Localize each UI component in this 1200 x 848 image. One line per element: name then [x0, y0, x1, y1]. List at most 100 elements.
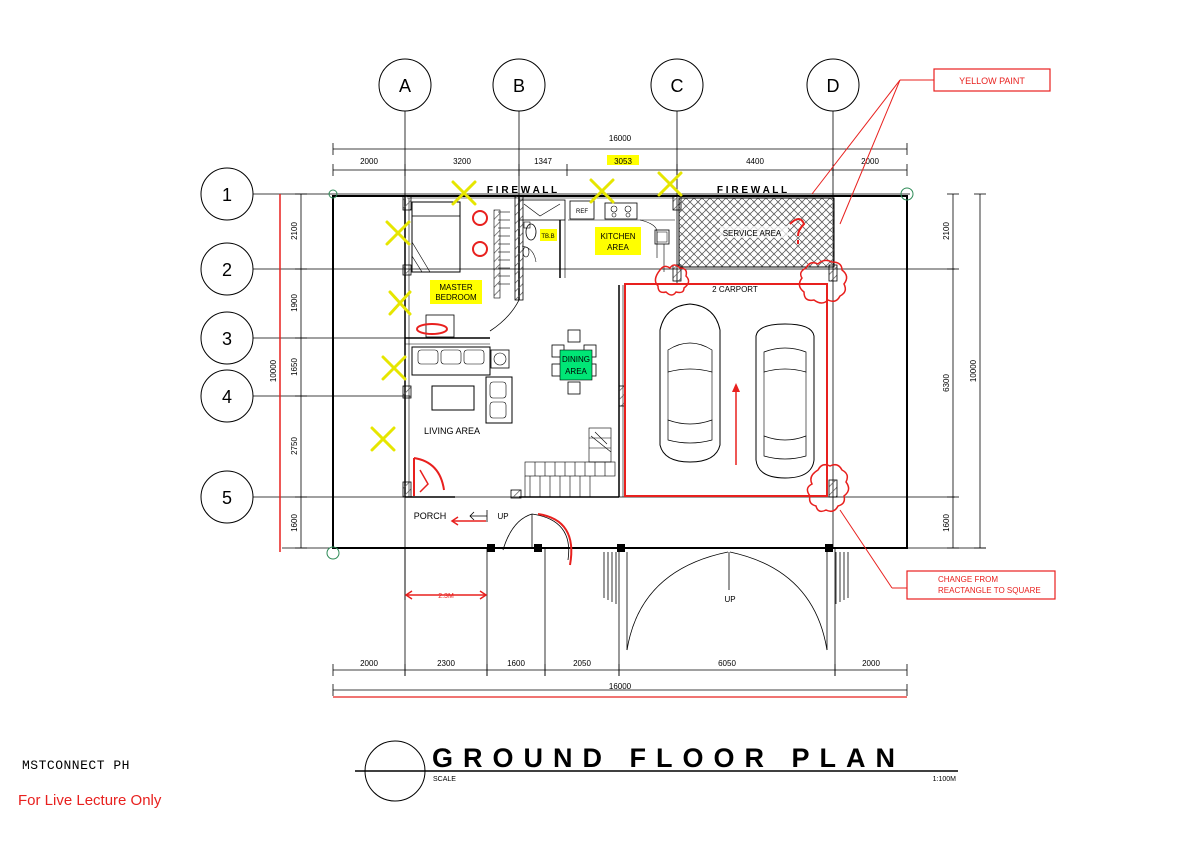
- master-bedroom-label-2: BEDROOM: [435, 293, 477, 302]
- x-mark-icon: [451, 180, 477, 206]
- service-area-label: SERVICE AREA: [723, 229, 782, 238]
- wall-columns: [402, 195, 838, 499]
- carport-label: 2 CARPORT: [712, 285, 758, 294]
- grid-label-d: D: [827, 76, 840, 96]
- dim-right-total: 10000: [969, 359, 978, 382]
- dim-top-6: 2000: [861, 157, 879, 166]
- living-area-label: LIVING AREA: [424, 426, 480, 436]
- grid-label-5: 5: [222, 488, 232, 508]
- kitchen: REF KITCHEN AREA: [569, 200, 670, 272]
- grid-label-c: C: [671, 76, 684, 96]
- red-circle-marker: [472, 241, 488, 257]
- grid-label-2: 2: [222, 260, 232, 280]
- callout-change-shape: CHANGE FROM REACTANGLE TO SQUARE: [839, 509, 1056, 600]
- dim-right-3: 1600: [942, 514, 951, 532]
- grid-label-a: A: [399, 76, 411, 96]
- dining-highlight: [559, 349, 593, 381]
- carport-outline: [624, 283, 828, 497]
- porch-up-label: UP: [497, 512, 508, 521]
- dim-bottom-6: 2000: [862, 659, 880, 668]
- sink-icon: [654, 229, 670, 245]
- car-icon: [755, 323, 815, 479]
- dim-left-5: 1600: [290, 514, 299, 532]
- x-mark-icon: [370, 426, 396, 452]
- living-area: LIVING AREA: [411, 346, 513, 496]
- revision-cloud: [806, 463, 850, 513]
- dim-top-5: 4400: [746, 157, 764, 166]
- x-marks: [370, 171, 683, 452]
- footer-note: For Live Lecture Only: [18, 792, 162, 809]
- dim-bottom-4: 2050: [573, 659, 591, 668]
- dim-top-1: 2000: [360, 157, 378, 166]
- dim-right-2: 6300: [942, 374, 951, 392]
- dim-left-1: 2100: [290, 222, 299, 240]
- service-area: SERVICE AREA: [678, 197, 835, 268]
- master-bedroom: MASTER BEDROOM: [411, 201, 510, 338]
- grid-label-3: 3: [222, 329, 232, 349]
- firewall-label-left: F I R E W A L L: [487, 185, 557, 196]
- toilet-icon: [525, 223, 537, 241]
- porch-width-label: 2.3M: [438, 593, 454, 600]
- master-bedroom-highlight: [430, 280, 482, 304]
- main-door: [413, 457, 445, 496]
- grid-rows: 1 2 3 4 5: [200, 167, 955, 524]
- driveway-up-label: UP: [724, 595, 735, 604]
- grid-columns: A B C D: [378, 58, 860, 600]
- kitchen-label-1: KITCHEN: [600, 232, 635, 241]
- title-block: GROUND FLOOR PLAN SCALE 1:100M: [355, 740, 958, 802]
- x-mark-icon: [657, 171, 683, 197]
- scale-value: 1:100M: [933, 776, 957, 783]
- dim-bottom-1: 2000: [360, 659, 378, 668]
- dining-label-2: AREA: [565, 367, 587, 376]
- kitchen-label-2: AREA: [607, 243, 629, 252]
- dim-bottom-total: 16000: [609, 682, 632, 691]
- grid-label-1: 1: [222, 185, 232, 205]
- x-mark-icon: [385, 220, 411, 246]
- dim-bottom-3: 1600: [507, 659, 525, 668]
- dim-top-4: 3053: [614, 157, 632, 166]
- drawing-title: GROUND FLOOR PLAN: [432, 743, 905, 773]
- dim-top-2: 3200: [453, 157, 471, 166]
- grid-label-b: B: [513, 76, 525, 96]
- stair: [524, 427, 616, 497]
- dining-label-1: DINING: [562, 355, 590, 364]
- revision-cloud: [654, 264, 690, 296]
- dim-bottom-2: 2300: [437, 659, 455, 668]
- yellow-paint-label: YELLOW PAINT: [959, 76, 1025, 86]
- bottom-dimensions: [332, 548, 908, 696]
- armchair-icon: [485, 376, 513, 424]
- refrigerator-icon: [569, 200, 595, 220]
- sofa-icon: [411, 346, 491, 376]
- right-dimensions: [907, 193, 986, 549]
- dim-bottom-5: 6050: [718, 659, 736, 668]
- grid-row-2: 2: [200, 242, 955, 296]
- toilet-and-bath: TB.B: [518, 199, 566, 263]
- dim-top-total: 16000: [609, 134, 632, 143]
- porch-label: PORCH: [414, 511, 447, 521]
- dim-left-2: 1900: [290, 294, 299, 312]
- x-mark-icon: [381, 355, 407, 381]
- dim-left-3: 1650: [290, 358, 299, 376]
- firewall-label-right: F I R E W A L L: [717, 185, 787, 196]
- coffee-table-icon: [431, 385, 475, 411]
- scale-label: SCALE: [433, 776, 456, 783]
- x-mark-icon: [589, 178, 615, 204]
- grid-column-d: D: [806, 58, 860, 548]
- bed-icon: [411, 201, 461, 273]
- kitchen-highlight: [595, 227, 641, 255]
- callout-yellow-paint: YELLOW PAINT: [811, 68, 1051, 225]
- tb-highlight: [540, 229, 557, 241]
- car-icon: [659, 303, 721, 463]
- dim-top-3: 1347: [534, 157, 552, 166]
- dim-left-4: 2750: [290, 437, 299, 455]
- carport: 2 CARPORT: [624, 259, 850, 513]
- change-label-1: CHANGE FROM: [938, 575, 998, 584]
- driveway-gate: [603, 551, 849, 651]
- red-ellipse-marker: [416, 323, 448, 335]
- highlight-3053: [607, 155, 639, 165]
- top-dimensions: [332, 143, 908, 176]
- dim-left-total: 10000: [269, 359, 278, 382]
- x-mark-icon: [388, 290, 412, 316]
- left-dimensions: [282, 193, 330, 549]
